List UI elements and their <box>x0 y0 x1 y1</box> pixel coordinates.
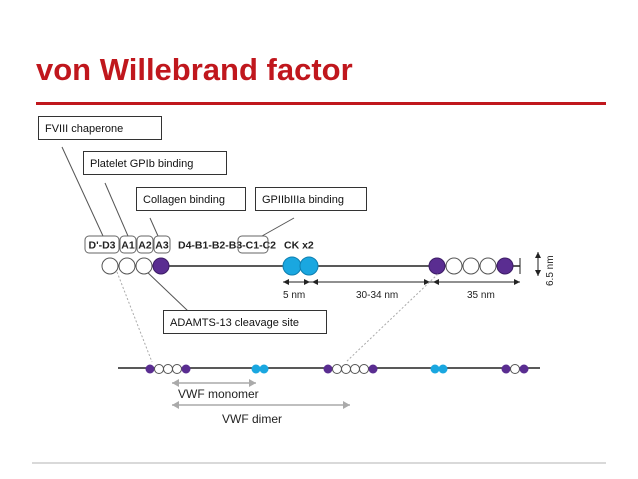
dim-30-34nm: 30-34 nm <box>356 290 398 301</box>
dim-thickness: 6.5 nm <box>545 255 556 286</box>
dimer-bead <box>510 364 520 374</box>
arrowhead-icon <box>172 401 179 409</box>
dimer-bead-cyan <box>438 364 448 374</box>
domain-bead-purple <box>496 257 514 275</box>
label-vwf-monomer: VWF monomer <box>178 387 259 401</box>
arrowhead-icon <box>304 279 310 285</box>
arrowhead-icon <box>343 401 350 409</box>
dimer-bead <box>359 364 369 374</box>
domain-a2: A2 <box>138 240 152 252</box>
arrowhead-icon <box>312 279 318 285</box>
domain-pill-d-d3 <box>84 235 120 254</box>
dimer-bead-purple <box>368 364 378 374</box>
ck-bead <box>299 256 319 276</box>
dimer-bead-purple <box>145 364 155 374</box>
domain-bead-a3 <box>152 257 170 275</box>
leader-fviii <box>61 146 104 237</box>
dimer-bead <box>163 364 173 374</box>
ck-bead <box>282 256 302 276</box>
domain-d-d3: D'-D3 <box>89 240 116 252</box>
domain-bead <box>479 257 497 275</box>
domain-bead-purple <box>428 257 446 275</box>
arrowhead-icon <box>249 379 256 387</box>
dim-35nm: 35 nm <box>467 290 495 301</box>
arrowhead-icon <box>283 279 289 285</box>
dimer-chain <box>118 364 540 374</box>
dimer-bead-cyan <box>430 364 440 374</box>
footer-divider <box>32 462 606 464</box>
domain-labels: D'-D3 A1 A2 A3 D4-B1-B2-B3-C1-C2 CK x2 <box>84 235 314 254</box>
domain-a1: A1 <box>121 240 135 252</box>
domain-bead <box>462 257 480 275</box>
domain-ck: CK x2 <box>284 240 314 252</box>
dimer-bead <box>350 364 360 374</box>
arrowhead-icon <box>433 279 439 285</box>
domain-d4-c2: D4-B1-B2-B3-C1-C2 <box>178 240 276 252</box>
domain-pill-a2 <box>136 235 154 254</box>
leader-platelet <box>104 182 129 237</box>
arrowhead-icon <box>535 270 541 276</box>
zoom-line-right <box>345 273 439 363</box>
domain-pill-c1c2 <box>237 235 269 254</box>
domain-bead <box>118 257 136 275</box>
zoom-line-left <box>116 271 153 363</box>
leader-collagen <box>149 217 159 237</box>
callout-gpiibiiia-binding: GPIIbIIIa binding <box>255 187 367 211</box>
dimer-bead-purple <box>501 364 511 374</box>
dimer-bead-purple <box>519 364 529 374</box>
domain-bead <box>135 257 153 275</box>
dimer-bead-cyan <box>251 364 261 374</box>
monomer-chain <box>101 256 521 276</box>
arrowhead-icon <box>172 379 179 387</box>
domain-bead <box>445 257 463 275</box>
domain-bead <box>101 257 119 275</box>
callout-collagen-binding: Collagen binding <box>136 187 246 211</box>
domain-pill-a3 <box>153 235 171 254</box>
page-title: von Willebrand factor <box>36 52 353 87</box>
dimer-bead <box>332 364 342 374</box>
dimer-bead <box>341 364 351 374</box>
leader-gpiib <box>261 217 295 237</box>
domain-a3: A3 <box>155 240 169 252</box>
callout-platelet-gpib: Platelet GPIb binding <box>83 151 227 175</box>
dimer-bead <box>172 364 182 374</box>
arrowhead-icon <box>424 279 430 285</box>
scale-arrows: VWF monomer VWF dimer <box>172 379 350 426</box>
dim-5nm: 5 nm <box>283 290 305 301</box>
label-vwf-dimer: VWF dimer <box>222 412 282 426</box>
dimer-bead <box>154 364 164 374</box>
arrowhead-icon <box>514 279 520 285</box>
callout-fviii-chaperone: FVIII chaperone <box>38 116 162 140</box>
leader-adamts <box>144 269 189 312</box>
dimer-bead-cyan <box>259 364 269 374</box>
dimension-scale: 5 nm 30-34 nm 35 nm 6.5 nm <box>283 252 556 301</box>
domain-pill-a1 <box>119 235 137 254</box>
callout-adamts13-cleavage: ADAMTS-13 cleavage site <box>163 310 327 334</box>
title-divider <box>36 102 606 105</box>
dimer-bead-purple <box>323 364 333 374</box>
dimer-bead-purple <box>181 364 191 374</box>
arrowhead-icon <box>535 252 541 258</box>
